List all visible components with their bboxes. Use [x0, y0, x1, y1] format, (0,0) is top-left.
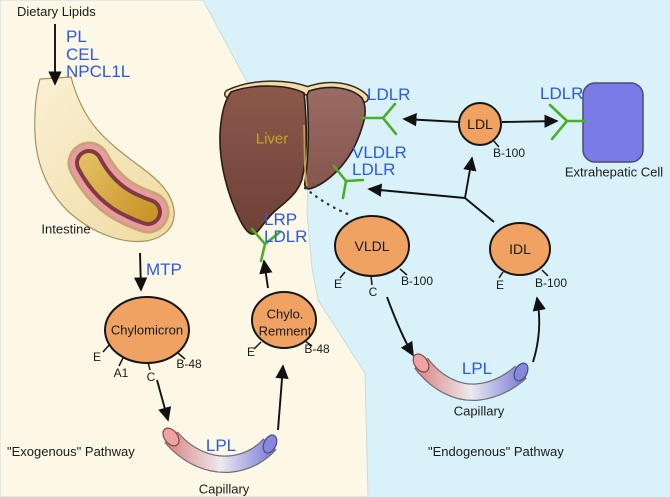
- arrow-vldl-to-capillary: [386, 296, 414, 357]
- vldl-ticks: [339, 268, 408, 286]
- chylomicron-remnant-particle: [251, 291, 317, 349]
- receptors: [250, 102, 587, 263]
- liver-vldlr-label: VLDLR: [352, 143, 407, 162]
- remnant-label-line1: Chylo.: [266, 306, 304, 322]
- idl-particle: [489, 222, 551, 276]
- exogenous-pathway-title: "Exogenous" Pathway: [7, 444, 135, 459]
- chylomicron-apo-e: E: [92, 350, 102, 364]
- intestine-illustration: [34, 76, 175, 243]
- capillary-endo-tube: [415, 358, 527, 400]
- capillary-exo-tube: [165, 431, 276, 472]
- arrow-ldl-to-liver-receptor: [402, 113, 460, 127]
- arrow-chylomicron-to-capillary: [156, 379, 172, 422]
- lipoprotein-particles: [104, 102, 551, 364]
- idl-apo-e: E: [495, 278, 505, 292]
- ldl-ticks: [492, 139, 500, 148]
- dietary-lipids-label: Dietary Lipids: [17, 4, 96, 19]
- liver-lobe-divide: [303, 124, 308, 187]
- capillary-exo-arterial-end: [162, 427, 180, 447]
- capillary-exogenous: [162, 427, 278, 474]
- idl-ticks: [498, 269, 549, 279]
- intestine-lumen-core: [79, 153, 158, 222]
- chylomicron-label: Chylomicron: [110, 322, 184, 338]
- lpl-exogenous-label: LPL: [205, 436, 237, 455]
- liver-vldl-dotted-line: [303, 186, 352, 217]
- enzyme-cel-label: CEL: [66, 45, 100, 64]
- liver-label: Liver: [255, 130, 289, 148]
- arrow-intestine-to-chylomicron: [134, 252, 148, 292]
- remnant-apo-e: E: [246, 345, 256, 359]
- ldl-apo-b100: B-100: [492, 146, 526, 160]
- ldl-label: LDL: [467, 116, 493, 132]
- liver-illustration: [219, 80, 369, 235]
- chylomicron-apo-c: C: [146, 370, 156, 384]
- remnant-apo-b48: B-48: [304, 342, 330, 356]
- liver-ldlr-label: LDLR: [367, 85, 411, 104]
- liver-vldl-receptor-icon: [332, 164, 365, 200]
- line-idl-to-junction: [464, 197, 495, 223]
- liver-ldl-receptor-icon: [360, 102, 398, 136]
- chylomicron-particle: [104, 296, 190, 364]
- vldl-label: VLDL: [354, 238, 390, 254]
- apolipoprotein-ticks: [102, 139, 549, 371]
- arrow-capillary-to-remnant: [275, 364, 289, 431]
- capillary-endo-venous-end: [513, 362, 529, 382]
- capillary-endo-arterial-end: [412, 353, 430, 373]
- vldl-apo-e: E: [333, 277, 343, 291]
- chylomicron-apo-a1: A1: [113, 366, 129, 380]
- vldl-particle: [334, 215, 410, 277]
- chylomicron-ticks: [102, 343, 186, 371]
- capillary-exogenous-label: Capillary: [198, 481, 250, 497]
- liver-lrp-receptor-icon: [250, 227, 282, 263]
- pathway-arrows: [48, 24, 559, 431]
- mtp-label: MTP: [146, 260, 182, 279]
- vldl-apo-b100: B-100: [400, 274, 434, 288]
- arrow-idl-to-liver-receptor: [367, 183, 466, 199]
- liver-right-lobe: [303, 86, 366, 190]
- arrow-capillary-to-idl: [532, 296, 546, 363]
- vldl-apo-c: C: [368, 285, 378, 299]
- arrow-ldl-to-extrahepatic-cell: [501, 114, 559, 128]
- arrow-idl-to-ldl: [463, 156, 477, 199]
- idl-label: IDL: [509, 241, 531, 257]
- lpl-endogenous-label: LPL: [461, 359, 493, 378]
- capillary-exo-venous-end: [262, 434, 278, 454]
- liver-vldlr-ldlr-label: LDLR: [352, 160, 396, 179]
- idl-apo-b100: B-100: [534, 276, 568, 290]
- remnant-label-line2: Remnent: [258, 323, 312, 339]
- extrahepatic-ldlr-label: LDLR: [540, 84, 584, 103]
- capillary-endogenous-label: Capillary: [453, 403, 505, 419]
- intestine-label: Intestine: [41, 221, 91, 237]
- ldl-particle: [458, 102, 502, 146]
- lrp-receptor-label: LRP: [264, 210, 298, 229]
- chylomicron-apo-b48: B-48: [176, 357, 202, 371]
- extrahepatic-cell-shape: [582, 82, 644, 163]
- enzyme-npcl1l-label: NPCL1L: [66, 62, 131, 81]
- endogenous-pathway-title: "Endogenous" Pathway: [428, 444, 564, 459]
- lrp-ldlr-receptor-label: LDLR: [264, 227, 308, 246]
- capillary-endogenous: [412, 353, 529, 401]
- extrahepatic-cell-label: Extrahepatic Cell: [564, 164, 664, 180]
- enzyme-pl-label: PL: [66, 27, 87, 46]
- arrow-remnant-to-liver: [259, 259, 273, 289]
- liver-left-lobe: [219, 85, 308, 235]
- remnant-ticks: [253, 340, 313, 350]
- extrahepatic-ldl-receptor-icon: [548, 103, 587, 141]
